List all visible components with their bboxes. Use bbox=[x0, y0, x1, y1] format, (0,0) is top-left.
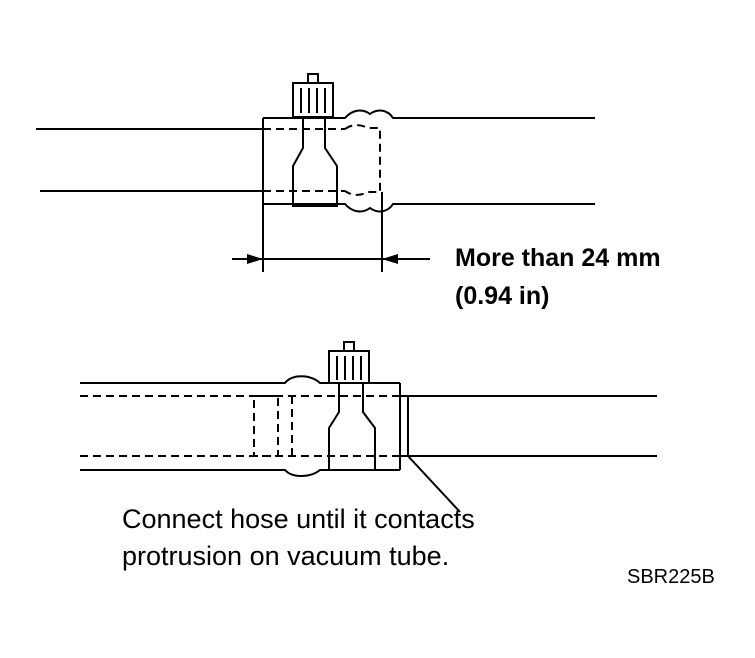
instruction-leader-line bbox=[407, 455, 461, 513]
bottom-clamp-screw-cap bbox=[343, 341, 355, 352]
bottom-clamp-band bbox=[328, 383, 376, 471]
bottom-clamp-head bbox=[328, 350, 370, 384]
top-hose-assembly bbox=[36, 73, 595, 272]
dimension-imperial-label: (0.94 in) bbox=[455, 282, 549, 310]
dimension-value-label: More than 24 mm bbox=[455, 244, 661, 272]
bottom-tube-protrusion bbox=[400, 395, 409, 457]
top-tube-protrusion bbox=[344, 124, 381, 196]
top-clamp-screw-cap bbox=[307, 73, 319, 84]
top-dimension-arrow-left-pointing bbox=[382, 254, 398, 264]
figure-reference-code: SBR225B bbox=[627, 566, 715, 588]
bottom-inner-tube-end-ring bbox=[253, 395, 279, 457]
top-dimension-arrow-right-pointing bbox=[247, 254, 263, 264]
bottom-hose-outline bbox=[80, 375, 401, 477]
top-clamp-band bbox=[292, 117, 338, 207]
bottom-hose-assembly bbox=[80, 341, 657, 513]
instruction-line-1: Connect hose until it contacts bbox=[122, 504, 475, 534]
top-hose-clamp bbox=[292, 73, 338, 207]
bottom-hose-clamp bbox=[328, 341, 376, 471]
instruction-line-2: protrusion on vacuum tube. bbox=[122, 541, 449, 571]
top-clamp-head bbox=[292, 82, 334, 118]
top-hose-outline bbox=[262, 109, 595, 213]
